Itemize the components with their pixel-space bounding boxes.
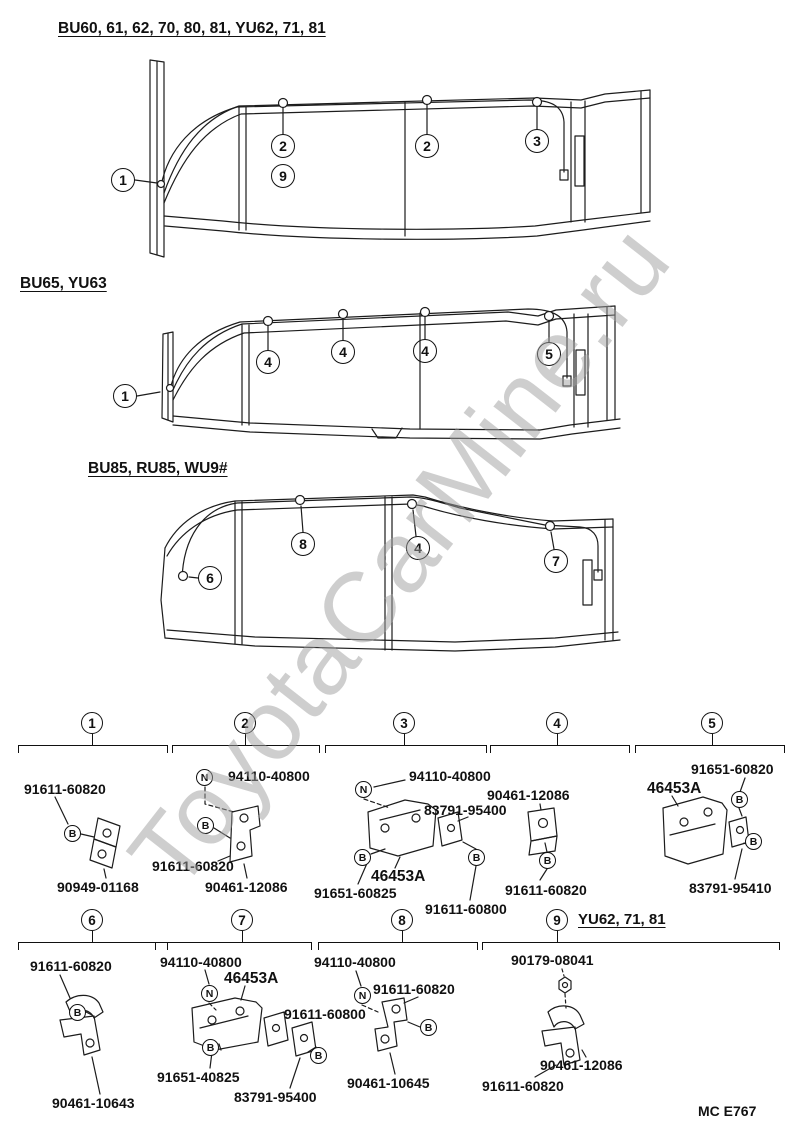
part-number-label: 90461-10643 bbox=[52, 1095, 135, 1111]
part-number-label: 91611-60820 bbox=[482, 1078, 564, 1094]
bolt-marker: B bbox=[69, 1004, 86, 1021]
part-number-label: 94110-40800 bbox=[409, 768, 491, 784]
callout-4b: 4 bbox=[331, 340, 355, 364]
part-number-label: 91611-60800 bbox=[284, 1006, 366, 1022]
group-header-2: 2 bbox=[234, 712, 256, 734]
group-header-8: 8 bbox=[391, 909, 413, 931]
callout-6: 6 bbox=[198, 566, 222, 590]
callout-1: 1 bbox=[111, 168, 135, 192]
chassis-diagram-3 bbox=[160, 494, 621, 652]
header-tick bbox=[712, 734, 713, 745]
part-number-label: 46453A bbox=[224, 970, 279, 987]
part-number-label: 83791-95400 bbox=[234, 1089, 317, 1105]
header-tick bbox=[92, 734, 93, 745]
part-number-label: 90179-08041 bbox=[511, 952, 594, 968]
part-number-label: 46453A bbox=[647, 780, 702, 797]
part-number-label: 91651-60820 bbox=[691, 761, 774, 777]
group-bracket-3 bbox=[325, 745, 487, 753]
part-number-label: 90461-12086 bbox=[540, 1057, 623, 1073]
bolt-marker: B bbox=[731, 791, 748, 808]
callout-7: 7 bbox=[544, 549, 568, 573]
chassis-diagram-1 bbox=[134, 59, 651, 258]
part-number-label: 94110-40800 bbox=[160, 954, 242, 970]
part-number-label: 90461-12086 bbox=[205, 879, 288, 895]
part-number-label: 91611-60820 bbox=[505, 882, 587, 898]
group-9-qualifier: YU62, 71, 81 bbox=[578, 911, 666, 928]
header-tick bbox=[404, 734, 405, 745]
part-number-label: 94110-40800 bbox=[314, 954, 396, 970]
bolt-marker: B bbox=[202, 1039, 219, 1056]
header-tick bbox=[557, 931, 558, 942]
diagram-1-title: BU60, 61, 62, 70, 80, 81, YU62, 71, 81 bbox=[58, 20, 326, 37]
part-number-label: 94110-40800 bbox=[228, 768, 310, 784]
bolt-marker: B bbox=[64, 825, 81, 842]
diagram-2-title: BU65, YU63 bbox=[20, 275, 107, 292]
bolt-marker: B bbox=[197, 817, 214, 834]
callout-5: 5 bbox=[537, 342, 561, 366]
header-tick bbox=[242, 931, 243, 942]
part-number-label: 91611-60820 bbox=[373, 981, 455, 997]
header-tick bbox=[92, 931, 93, 942]
part-number-label: 91651-60825 bbox=[314, 885, 397, 901]
bolt-marker: B bbox=[310, 1047, 327, 1064]
callout-2: 2 bbox=[271, 134, 295, 158]
part-number-label: 90949-01168 bbox=[57, 879, 139, 895]
group-header-7: 7 bbox=[231, 909, 253, 931]
part-number-label: 83791-95400 bbox=[424, 802, 507, 818]
part-number-label: 91611-60800 bbox=[425, 901, 507, 917]
part-number-label: 90461-10645 bbox=[347, 1075, 430, 1091]
callout-2b: 2 bbox=[415, 134, 439, 158]
group-bracket-9 bbox=[482, 942, 780, 950]
callout-4c: 4 bbox=[413, 339, 437, 363]
group-header-4: 4 bbox=[546, 712, 568, 734]
bolt-marker: B bbox=[539, 852, 556, 869]
callout-1: 1 bbox=[113, 384, 137, 408]
nut-marker: N bbox=[355, 781, 372, 798]
group-header-1: 1 bbox=[81, 712, 103, 734]
group-header-6: 6 bbox=[81, 909, 103, 931]
group-bracket-4 bbox=[490, 745, 630, 753]
part-number-label: 91611-60820 bbox=[24, 781, 106, 797]
callout-8: 8 bbox=[291, 532, 315, 556]
callout-9: 9 bbox=[271, 164, 295, 188]
group-header-3: 3 bbox=[393, 712, 415, 734]
group-bracket-8 bbox=[318, 942, 478, 950]
diagram-3-title: BU85, RU85, WU9# bbox=[88, 460, 228, 477]
nut-marker: N bbox=[196, 769, 213, 786]
callout-4: 4 bbox=[256, 350, 280, 374]
group-bracket-5 bbox=[635, 745, 785, 753]
page-code: MC E767 bbox=[698, 1103, 757, 1119]
part-number-label: 90461-12086 bbox=[487, 787, 570, 803]
part-number-label: 91651-40825 bbox=[157, 1069, 240, 1085]
callout-3: 3 bbox=[525, 129, 549, 153]
header-tick bbox=[402, 931, 403, 942]
nut-marker: N bbox=[201, 985, 218, 1002]
group-bracket-6 bbox=[18, 942, 168, 950]
group-bracket-2 bbox=[172, 745, 320, 753]
bolt-marker: B bbox=[745, 833, 762, 850]
bolt-marker: B bbox=[468, 849, 485, 866]
bolt-marker: B bbox=[420, 1019, 437, 1036]
group-header-5: 5 bbox=[701, 712, 723, 734]
group-bracket-7 bbox=[155, 942, 312, 950]
header-tick bbox=[557, 734, 558, 745]
group-bracket-1 bbox=[18, 745, 168, 753]
part-number-label: 91611-60820 bbox=[30, 958, 112, 974]
header-tick bbox=[245, 734, 246, 745]
part-number-label: 46453A bbox=[371, 868, 426, 885]
part-number-label: 83791-95410 bbox=[689, 880, 772, 896]
chassis-diagram-2 bbox=[136, 305, 621, 440]
nut-marker: N bbox=[354, 987, 371, 1004]
group-header-9: 9 bbox=[546, 909, 568, 931]
bolt-marker: B bbox=[354, 849, 371, 866]
part-number-label: 91611-60820 bbox=[152, 858, 234, 874]
callout-4: 4 bbox=[406, 536, 430, 560]
